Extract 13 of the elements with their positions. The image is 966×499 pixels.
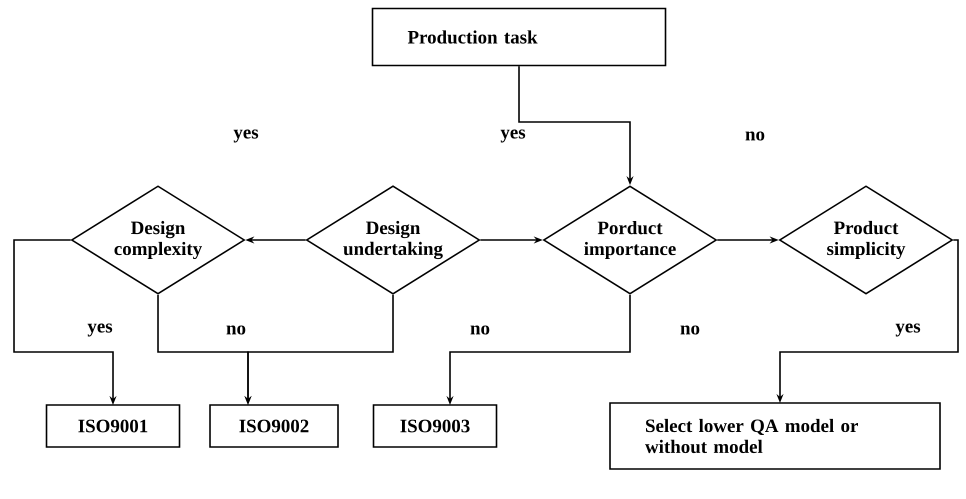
label: no bbox=[680, 325, 700, 335]
label: yes bbox=[500, 130, 526, 142]
edge-label: no bbox=[226, 325, 246, 335]
edge-label: yes bbox=[896, 323, 920, 336]
process-box: Production task bbox=[372, 8, 666, 66]
label: no bbox=[746, 131, 764, 141]
process-box: ISO9003 bbox=[372, 404, 498, 448]
process-box: Select lower QA model or without model bbox=[609, 402, 941, 470]
edge-label: no bbox=[470, 325, 490, 335]
process-box: ISO9002 bbox=[209, 404, 339, 448]
label: yes bbox=[234, 130, 258, 142]
edge-label: yes bbox=[88, 323, 112, 336]
process-box: ISO9001 bbox=[46, 404, 180, 448]
